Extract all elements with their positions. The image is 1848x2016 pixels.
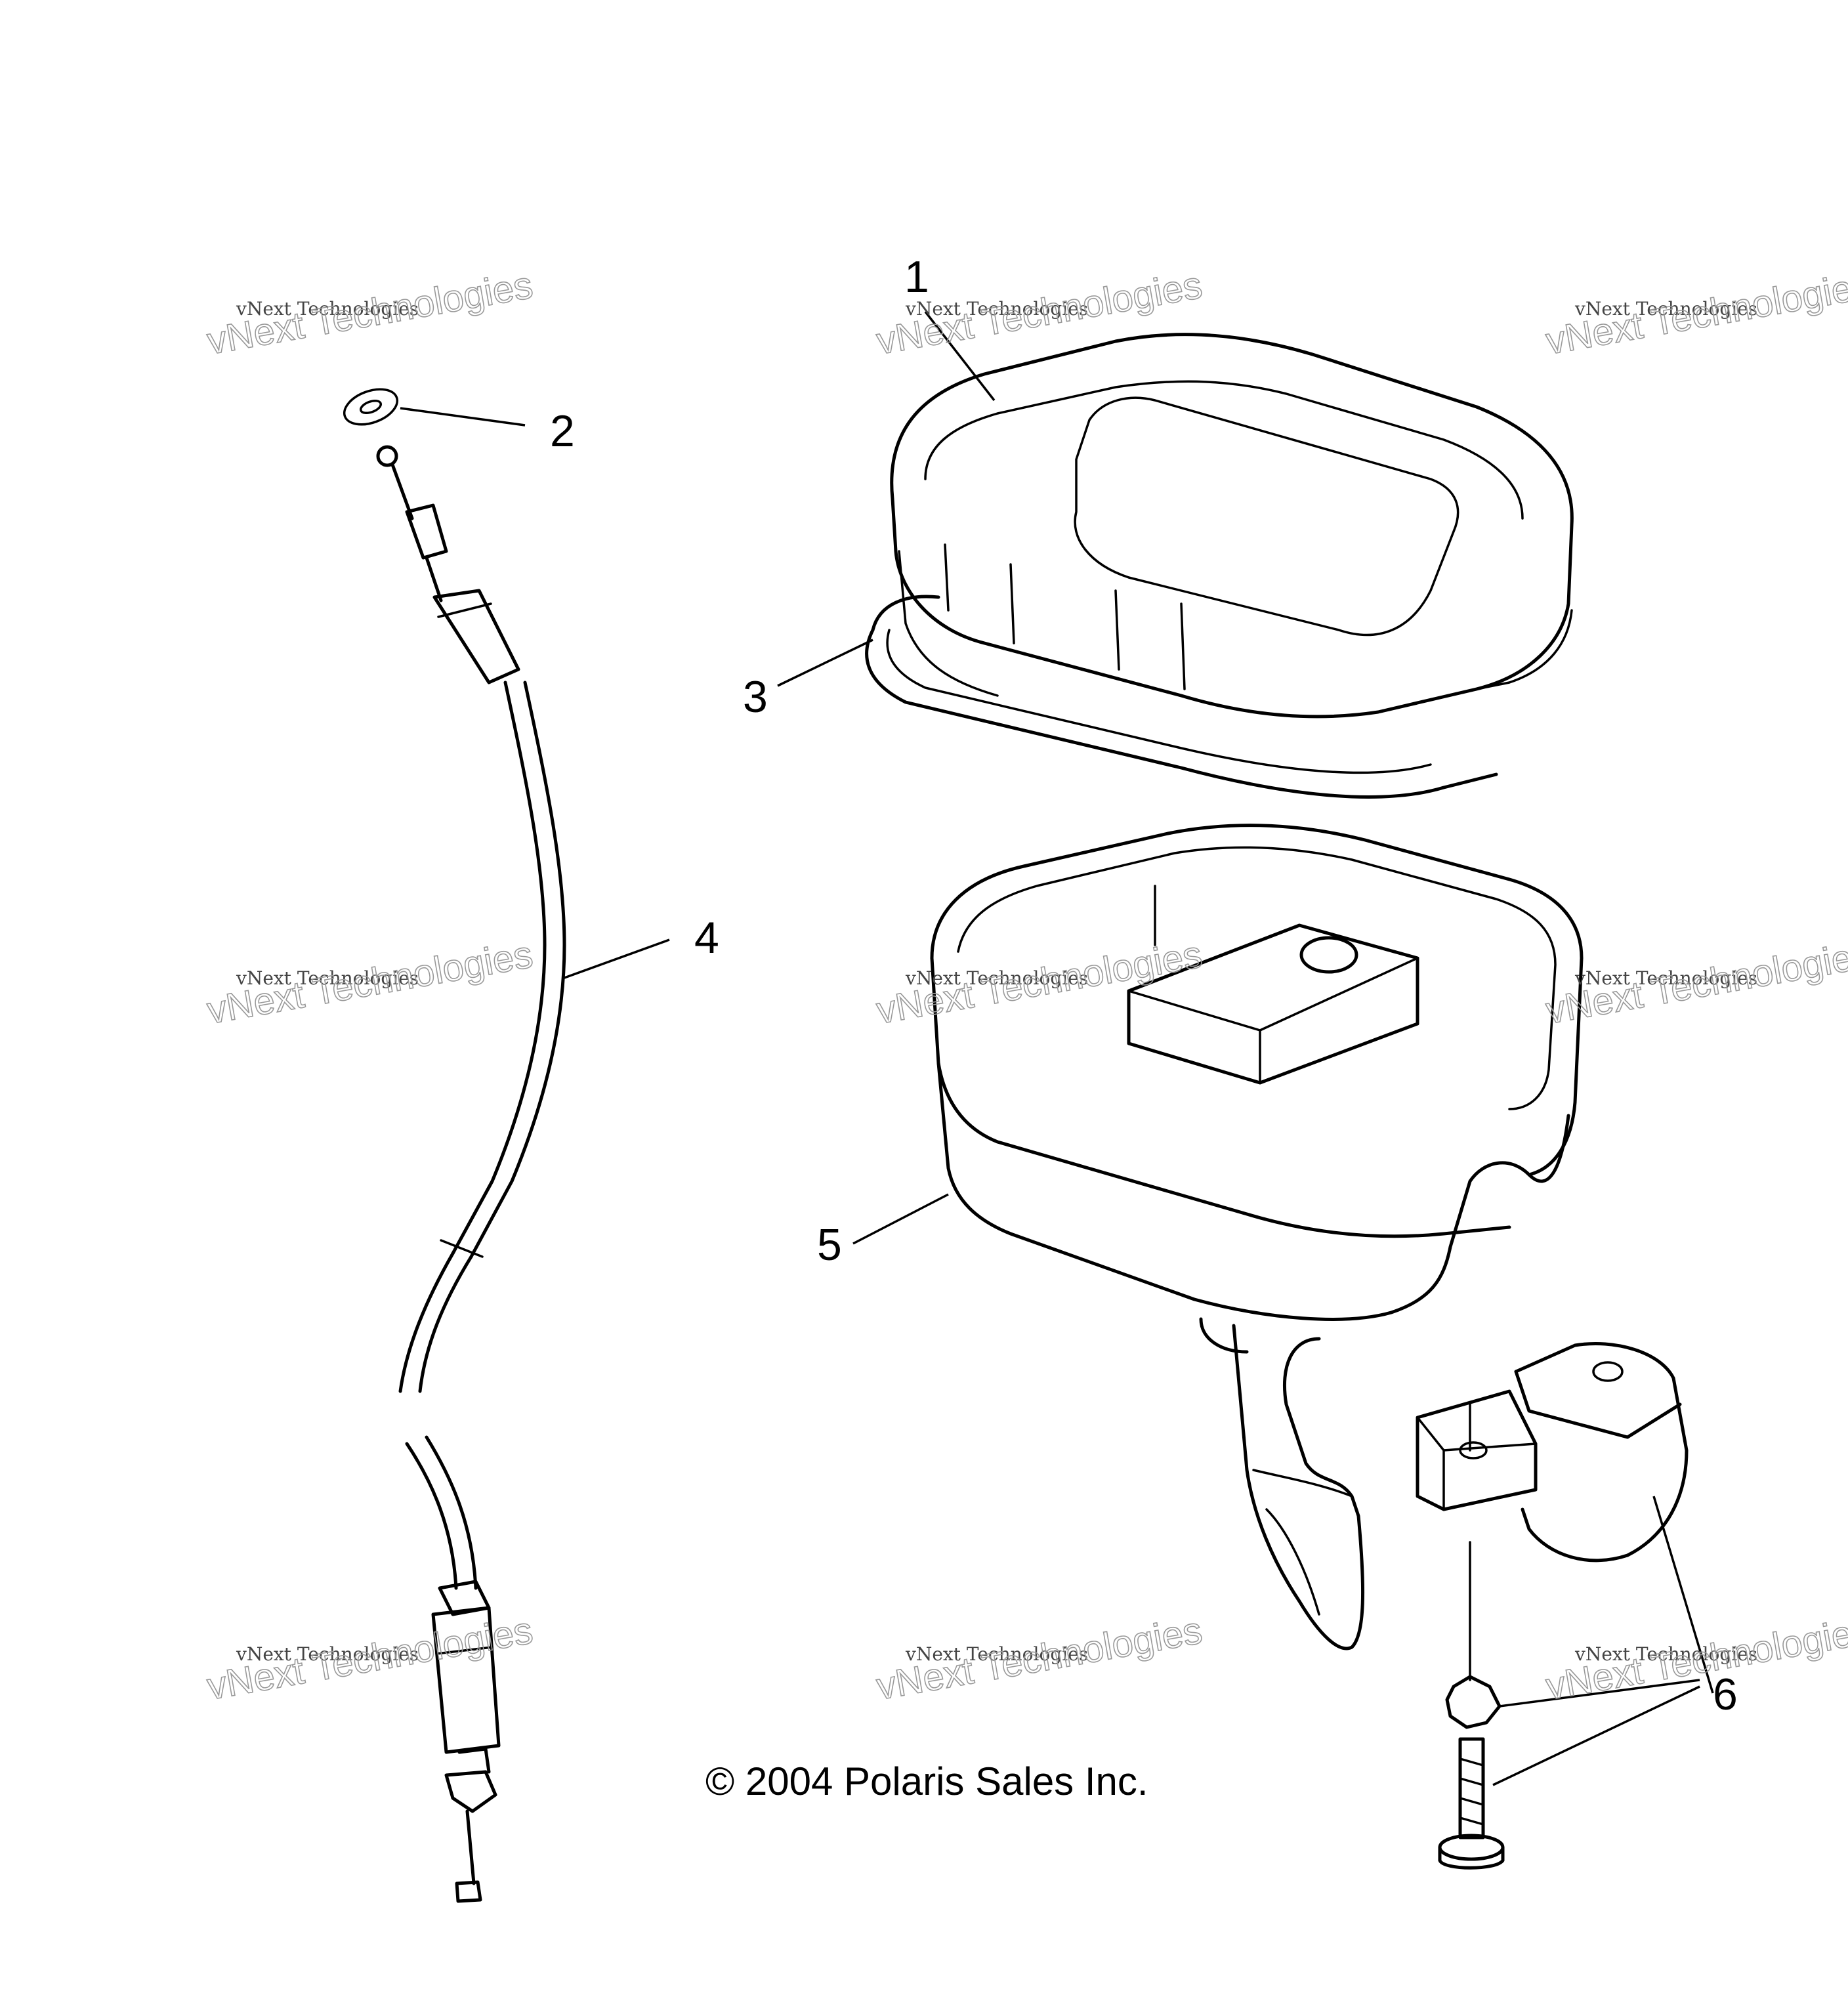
- part-1-cover: [890, 333, 1574, 719]
- part-4-cable: [376, 445, 670, 1903]
- watermark: vNext Technologies vNext Technologies: [1542, 263, 1848, 364]
- callout-6: 6: [1713, 1670, 1738, 1719]
- copyright-text: © 2004 Polaris Sales Inc.: [705, 1759, 1148, 1803]
- watermark-line1: vNext Technologies: [236, 1643, 419, 1665]
- callout-5: 5: [817, 1220, 842, 1270]
- watermark: vNext Technologies vNext Technologies: [873, 1608, 1206, 1709]
- part-5-housing: [930, 824, 1584, 1650]
- watermark: vNext Technologies vNext Technologies: [203, 933, 536, 1033]
- watermark-line1: vNext Technologies: [1574, 967, 1757, 989]
- watermark-line1: vNext Technologies: [905, 298, 1088, 320]
- watermark-line2: vNext Technologies: [204, 933, 536, 1032]
- callout-2: 2: [550, 406, 575, 456]
- watermark-line1: vNext Technologies: [236, 298, 419, 320]
- watermark-line2: vNext Technologies: [873, 1609, 1206, 1708]
- watermark-line2: vNext Technologies: [204, 1609, 536, 1708]
- part-3-gasket: [865, 595, 1498, 799]
- watermark-line1: vNext Technologies: [1574, 298, 1757, 320]
- watermark-line1: vNext Technologies: [236, 967, 419, 989]
- callout-1: 1: [904, 252, 929, 302]
- watermark: vNext Technologies vNext Technologies: [1542, 1608, 1848, 1709]
- watermark-line2: vNext Technologies: [1543, 1609, 1848, 1708]
- watermark-line2: vNext Technologies: [1543, 264, 1848, 363]
- watermark-line1: vNext Technologies: [905, 967, 1088, 989]
- watermark-line1: vNext Technologies: [905, 1643, 1088, 1665]
- watermark: vNext Technologies vNext Technologies: [873, 933, 1206, 1033]
- part-2-washer: [343, 388, 526, 427]
- watermark: vNext Technologies vNext Technologies: [203, 1608, 536, 1709]
- watermark: vNext Technologies vNext Technologies: [203, 263, 536, 364]
- watermark-line2: vNext Technologies: [873, 933, 1206, 1032]
- watermark-line2: vNext Technologies: [204, 264, 536, 363]
- watermark-line1: vNext Technologies: [1574, 1643, 1757, 1665]
- callout-4: 4: [694, 913, 719, 963]
- watermark: vNext Technologies vNext Technologies: [1542, 933, 1848, 1033]
- part-6-clamp: [1416, 1342, 1714, 1870]
- watermark-line2: vNext Technologies: [1543, 933, 1848, 1032]
- callout-3: 3: [743, 672, 768, 722]
